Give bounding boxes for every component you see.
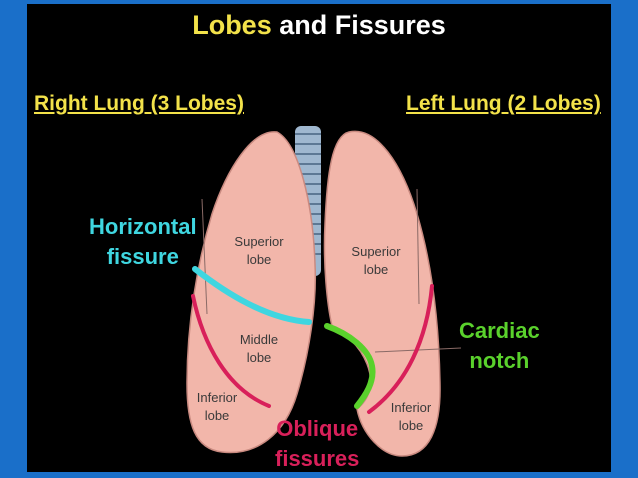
- right-superior-lobe-label-1: Superior: [234, 234, 284, 249]
- right-lung-edge-line: [201, 198, 208, 315]
- cardiac-notch-text-2: notch: [469, 348, 530, 373]
- left-inferior-lobe-label-1: Inferior: [391, 400, 432, 415]
- left-superior-lobe-label-2: lobe: [364, 262, 389, 277]
- right-middle-lobe-label-2: lobe: [247, 350, 272, 365]
- slide-panel: Lobes and Fissures Right Lung (3 Lobes) …: [27, 4, 611, 472]
- cardiac-notch-callout: Cardiac notch: [459, 316, 540, 376]
- left-superior-lobe-label-1: Superior: [351, 244, 401, 259]
- right-inferior-lobe-label-2: lobe: [205, 408, 230, 423]
- horizontal-fissure-text-2: fissure: [106, 244, 179, 269]
- left-lung-heading: Left Lung (2 Lobes): [406, 92, 601, 115]
- left-lung-edge-line: [416, 188, 420, 305]
- right-lung-heading: Right Lung (3 Lobes): [34, 92, 244, 115]
- left-oblique-fissure-line: [367, 284, 434, 414]
- lung-diagram: Superior lobe Middle lobe Inferior lobe …: [186, 126, 462, 457]
- right-superior-lobe-label-2: lobe: [247, 252, 272, 267]
- cardiac-notch-text-1: Cardiac: [459, 318, 540, 343]
- left-lung: [323, 130, 441, 457]
- oblique-fissures-callout: Oblique fissures: [275, 414, 359, 472]
- right-lung: [186, 131, 317, 454]
- right-middle-lobe-label-1: Middle: [240, 332, 278, 347]
- horizontal-fissure-line: [192, 266, 312, 325]
- left-inferior-lobe-label-2: lobe: [399, 418, 424, 433]
- horizontal-fissure-text-1: Horizontal: [89, 214, 197, 239]
- title-part-2: and Fissures: [279, 10, 446, 40]
- slide-title: Lobes and Fissures: [27, 10, 611, 41]
- cardiac-notch-line: [324, 323, 376, 409]
- title-part-1: Lobes: [192, 10, 272, 40]
- oblique-fissures-text-2: fissures: [275, 446, 360, 471]
- right-inferior-lobe-label-1: Inferior: [197, 390, 238, 405]
- oblique-fissures-text-1: Oblique: [276, 416, 359, 441]
- right-oblique-fissure-line: [191, 294, 271, 408]
- horizontal-fissure-callout: Horizontal fissure: [89, 212, 197, 272]
